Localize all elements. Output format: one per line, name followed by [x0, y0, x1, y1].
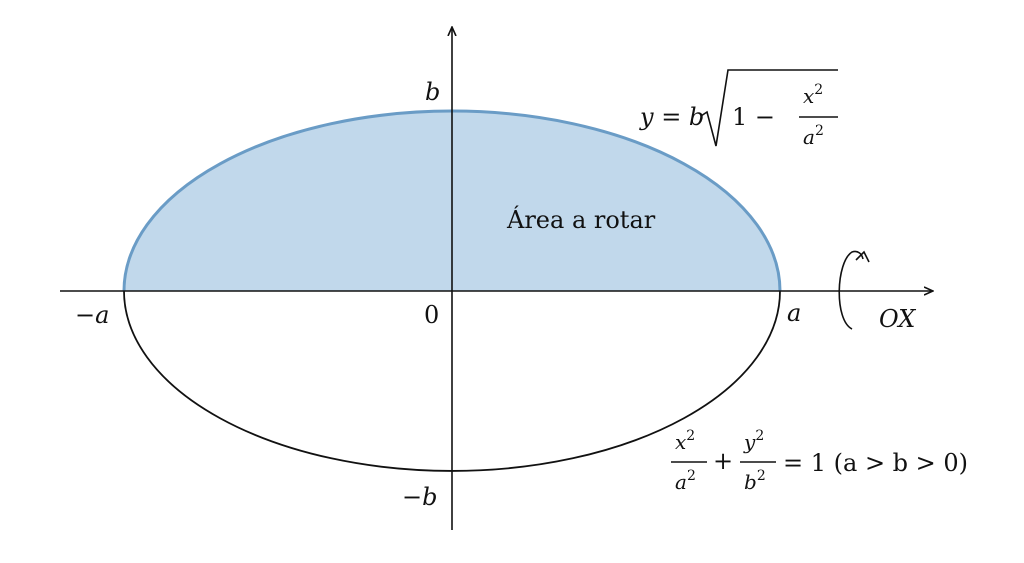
ellipse-eq-f2-numerator: y2 [743, 428, 764, 454]
label-x-pos: a [787, 299, 801, 327]
rotation-arrowhead-icon [855, 250, 870, 263]
sqrt-radical-sign [700, 69, 838, 147]
ellipse-eq-plus: + [713, 447, 733, 475]
label-origin: 0 [424, 301, 439, 329]
upper-eq-lhs: y = b [639, 103, 704, 131]
ellipse-eq-rhs: = 1 (a > b > 0) [783, 449, 968, 477]
ellipse-eq-f1-numerator: x2 [675, 428, 695, 454]
label-y-pos: b [425, 78, 440, 106]
label-y-neg: −b [402, 483, 437, 511]
upper-eq-numerator: x2 [803, 82, 823, 108]
label-axis-name: OX [879, 305, 916, 333]
upper-eq-one-minus: 1 − [732, 103, 775, 131]
ellipse-eq-f1-denominator: a2 [675, 468, 696, 494]
upper-curve-equation: y = b 1 − x2 a2 [639, 69, 838, 149]
ellipse-eq-f2-denominator: b2 [744, 468, 766, 494]
region-label: Área a rotar [506, 205, 656, 234]
ellipse-equation: x2 a2 + y2 b2 = 1 (a > b > 0) [671, 428, 968, 494]
upper-eq-denominator: a2 [803, 123, 824, 149]
label-x-neg: −a [75, 301, 109, 329]
